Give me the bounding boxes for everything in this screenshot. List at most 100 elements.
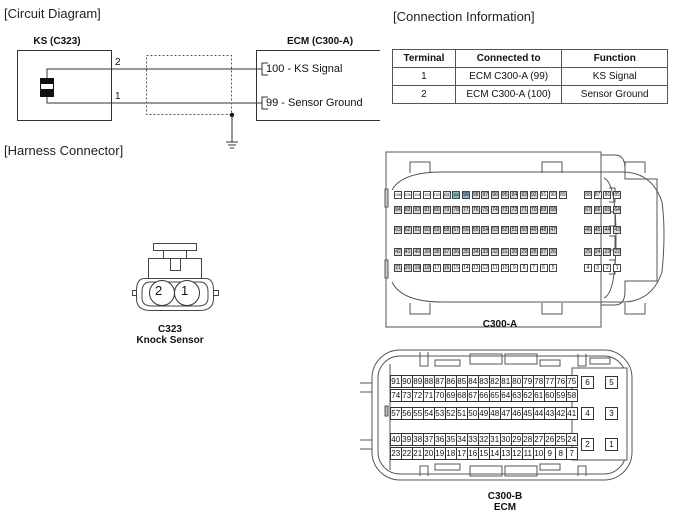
c300a-pin-94: 94	[510, 191, 519, 199]
c300b-pin-16: 16	[467, 447, 479, 460]
c300a-pin-21: 21	[394, 264, 402, 272]
c300b-pin-82: 82	[489, 375, 501, 388]
c300a-pin-82: 82	[413, 206, 422, 214]
sensor-box	[17, 50, 112, 121]
c300b-pin-22: 22	[401, 447, 413, 460]
c300a-pin-87: 87	[593, 191, 602, 199]
c300b-pin-36: 36	[434, 433, 446, 446]
c300b-pin-62: 62	[522, 389, 534, 402]
c300a-pin-95: 95	[500, 191, 509, 199]
c300b-pin-66: 66	[478, 389, 490, 402]
c300b-pin-90: 90	[401, 375, 413, 388]
cell-terminal: 1	[392, 67, 456, 86]
circuit-diagram-title: [Circuit Diagram]	[4, 6, 101, 21]
c300b-pin-34: 34	[456, 433, 468, 446]
c300b-pin-20: 20	[423, 447, 435, 460]
c300a-pin-85: 85	[613, 191, 622, 199]
c300b-pin-65: 65	[489, 389, 501, 402]
c300a-pin-106: 106	[394, 191, 402, 199]
c300b-pin-77: 77	[544, 375, 556, 388]
c300b-pin-38: 38	[412, 433, 424, 446]
c300a-pin-27: 27	[539, 248, 548, 256]
wire-1-sensor-ground	[46, 97, 262, 104]
table-header-row: Terminal Connected to Function	[392, 49, 668, 68]
c300b-pin-7: 7	[566, 447, 578, 460]
c300a-pin-38: 38	[432, 248, 441, 256]
c323-pin-1-label: 1	[181, 283, 189, 298]
c300b-pin-86: 86	[445, 375, 457, 388]
c300b-pin-73: 73	[401, 389, 413, 402]
c300b-pin-67: 67	[467, 389, 479, 402]
c300a-pin-97: 97	[481, 191, 490, 199]
c300b-pin-89: 89	[412, 375, 424, 388]
c300a-pin-39: 39	[423, 248, 432, 256]
c323-pin-2-label: 2	[155, 283, 163, 298]
c300a-pin-24: 24	[593, 248, 602, 256]
c323-pin-1	[174, 280, 200, 306]
c300b-pin-35: 35	[445, 433, 457, 446]
sensor-box-title: KS (C323)	[33, 36, 81, 47]
c300b-pin-40: 40	[390, 433, 402, 446]
c300a-pin-44: 44	[603, 226, 612, 234]
c300a-pin-36: 36	[452, 248, 461, 256]
c300a-pin-35: 35	[461, 248, 470, 256]
c300a-pin-73: 73	[500, 206, 509, 214]
table-row: 2 ECM C300-A (100) Sensor Ground	[392, 85, 668, 104]
c300b-pin-21: 21	[412, 447, 424, 460]
c300b-pin-23: 23	[390, 447, 402, 460]
wire-2-ks-signal	[46, 68, 262, 78]
c300b-pin-47: 47	[500, 407, 512, 420]
cell-function: Sensor Ground	[561, 85, 668, 104]
c300b-pin-9: 9	[544, 447, 556, 460]
c300a-pin-3: 3	[593, 264, 602, 272]
c300a-pin-14: 14	[461, 264, 470, 272]
c300b-pin-81: 81	[500, 375, 512, 388]
c300b-pin-1: 1	[605, 438, 618, 451]
c300a-pin-40: 40	[413, 248, 422, 256]
c300a-pin-17: 17	[432, 264, 441, 272]
c300a-pin-65: 65	[603, 206, 612, 214]
harness-connector-title: [Harness Connector]	[4, 143, 124, 158]
c300a-pin-80: 80	[432, 206, 441, 214]
c300a-pin-58: 58	[442, 226, 451, 234]
ecm-box	[256, 50, 380, 121]
c300b-pin-72: 72	[412, 389, 424, 402]
c300a-pin-99: 99	[461, 191, 470, 199]
c300b-pin-5: 5	[605, 376, 618, 389]
c300b-pin-2: 2	[581, 438, 594, 451]
c300b-pin-28: 28	[522, 433, 534, 446]
c300b-pin-25: 25	[555, 433, 567, 446]
c300a-pin-67: 67	[584, 206, 592, 214]
c300b-pin-10: 10	[533, 447, 545, 460]
c300b-pin-45: 45	[522, 407, 534, 420]
c300b-pin-78: 78	[533, 375, 545, 388]
c300a-pin-25: 25	[584, 248, 592, 256]
c300b-pin-32: 32	[478, 433, 490, 446]
c300a-pin-55: 55	[471, 226, 480, 234]
c300b-pin-26: 26	[544, 433, 556, 446]
c300a-pin-81: 81	[423, 206, 432, 214]
c300a-pin-100: 100	[452, 191, 461, 199]
ecm-box-title: ECM (C300-A)	[286, 36, 354, 47]
c300b-pin-19: 19	[434, 447, 446, 460]
c300b-pin-63: 63	[511, 389, 523, 402]
cell-connected-to: ECM C300-A (100)	[454, 85, 563, 104]
c300a-pin-1: 1	[613, 264, 622, 272]
c300b-pin-48: 48	[489, 407, 501, 420]
c300a-pin-29: 29	[520, 248, 529, 256]
c300a-pin-9: 9	[510, 264, 519, 272]
c300b-pin-58: 58	[566, 389, 578, 402]
circuit-diagram	[17, 50, 380, 149]
c300a-pin-103: 103	[423, 191, 432, 199]
c300a-pin-102: 102	[432, 191, 441, 199]
c300a-pin-101: 101	[442, 191, 451, 199]
c300a-pin-26: 26	[549, 248, 558, 256]
c300b-pin-27: 27	[533, 433, 545, 446]
c300b-description: ECM	[493, 502, 517, 513]
c300a-pin-41: 41	[403, 248, 412, 256]
c300b-pin-39: 39	[401, 433, 413, 446]
c300a-pin-34: 34	[471, 248, 480, 256]
c300a-pin-84: 84	[394, 206, 402, 214]
c300a-pin-75: 75	[481, 206, 490, 214]
c300a-pin-49: 49	[529, 226, 538, 234]
